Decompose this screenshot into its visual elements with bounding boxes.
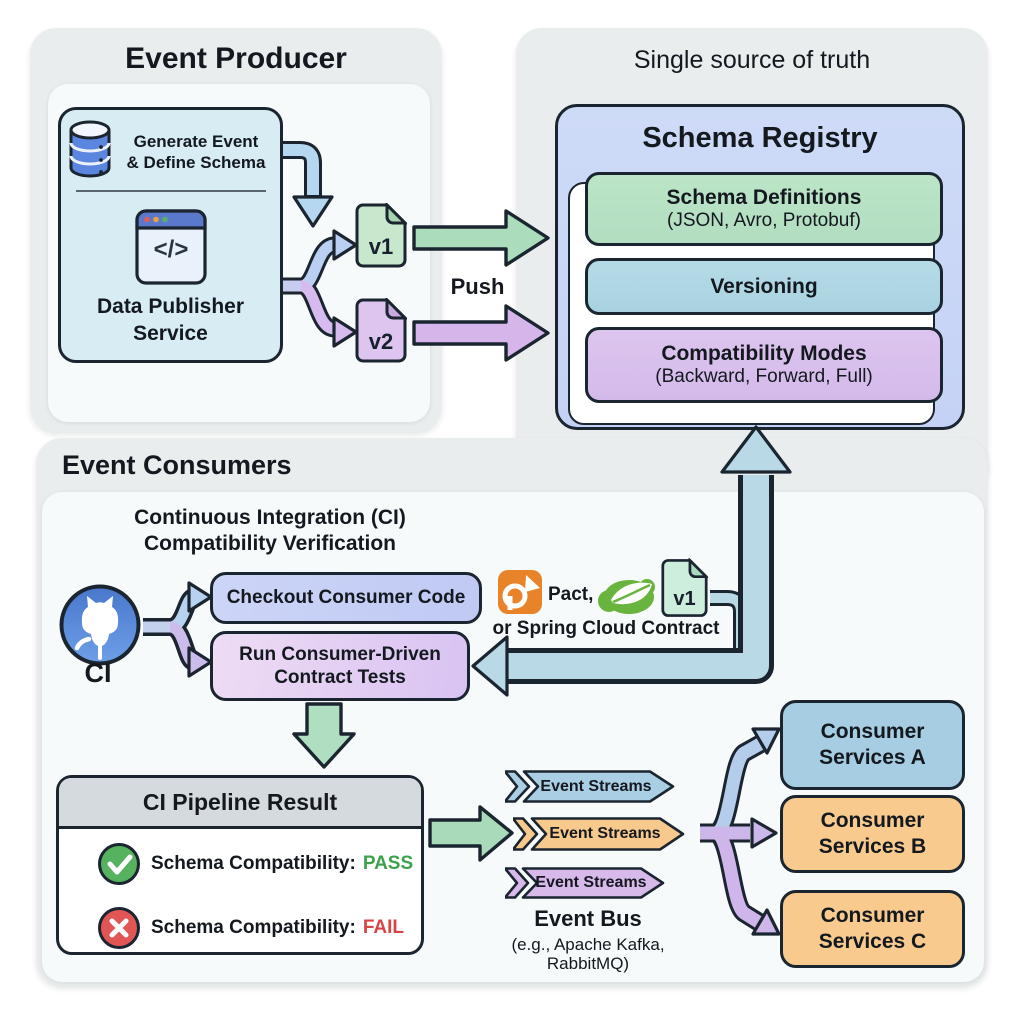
versioning-title: Versioning — [710, 274, 818, 298]
contract-v1-label: v1 — [673, 588, 696, 610]
schema-v1-label: v1 — [368, 234, 394, 259]
event-bus-label: Event Bus (e.g., Apache Kafka, RabbitMQ) — [478, 906, 698, 973]
event-bus-sub1: (e.g., Apache Kafka, — [511, 935, 665, 954]
push-label: Push — [450, 274, 505, 299]
schema-v2-doc: v2 — [355, 298, 407, 363]
fail-x-icon — [97, 906, 141, 950]
ci-heading: Continuous Integration (CI) Compatibilit… — [134, 506, 406, 555]
versioning-box: Versioning — [585, 258, 943, 315]
ci-result-header: CI Pipeline Result — [59, 778, 421, 829]
fail-label: Schema Compatibility: — [151, 917, 356, 938]
code-glyph: </> — [153, 236, 189, 263]
schema-definitions-title: Schema Definitions — [666, 186, 862, 209]
database-icon — [68, 120, 112, 180]
schema-definitions-subtitle: (JSON, Avro, Protobuf) — [667, 210, 861, 231]
consumer-services-a-box: Consumer Services A — [780, 700, 965, 790]
single-source-title: Single source of truth — [633, 46, 871, 74]
pass-check-icon — [97, 842, 141, 886]
contract-tests-line1: Run Consumer-Driven — [239, 644, 441, 665]
event-stream-banner-orange: Event Streams — [513, 817, 685, 851]
ci-label: CI — [84, 658, 112, 688]
schema-registry-title: Schema Registry — [642, 122, 878, 154]
contract-tests-box: Run Consumer-Driven Contract Tests — [210, 631, 470, 701]
event-consumers-title: Event Consumers — [62, 450, 292, 480]
compatibility-modes-title: Compatibility Modes — [661, 342, 867, 365]
fail-row: Schema Compatibility: FAIL — [151, 906, 404, 950]
consumer-services-c-box: Consumer Services C — [780, 890, 965, 968]
schema-v1-doc: v1 — [355, 203, 407, 268]
pact-label: Pact, — [548, 584, 594, 605]
schema-v2-label: v2 — [368, 329, 394, 354]
compatibility-modes-box: Compatibility Modes (Backward, Forward, … — [585, 327, 943, 403]
event-stream-label-1: Event Streams — [540, 777, 652, 795]
fail-value: FAIL — [362, 917, 404, 938]
pass-value: PASS — [362, 853, 414, 874]
contract-tests-line2: Contract Tests — [274, 667, 406, 688]
spring-cloud-contract-label: or Spring Cloud Contract — [492, 618, 720, 639]
pact-icon — [497, 569, 543, 615]
pass-label: Schema Compatibility: — [151, 853, 356, 874]
compatibility-modes-subtitle: (Backward, Forward, Full) — [655, 366, 873, 387]
contract-v1-doc: v1 — [661, 558, 708, 618]
generate-event-label: Generate Event & Define Schema — [126, 132, 266, 172]
event-producer-title: Event Producer — [125, 42, 347, 75]
consumer-services-b-box: Consumer Services B — [780, 795, 965, 873]
code-window-icon — [135, 209, 207, 285]
data-publisher-label: Data Publisher Service — [96, 295, 245, 345]
event-stream-label-2: Event Streams — [549, 825, 661, 842]
ci-pipeline-result-box: CI Pipeline Result Schema Compatibility:… — [56, 775, 424, 955]
event-bus-sub2: RabbitMQ) — [546, 954, 630, 973]
event-bus-title: Event Bus — [534, 906, 642, 931]
github-icon — [58, 583, 142, 667]
service-box-divider — [76, 190, 266, 192]
event-stream-banner-blue: Event Streams — [505, 770, 675, 803]
checkout-label: Checkout Consumer Code — [226, 587, 466, 608]
event-stream-banner-purple: Event Streams — [505, 867, 665, 899]
spring-icon — [597, 573, 655, 615]
schema-definitions-box: Schema Definitions (JSON, Avro, Protobuf… — [585, 172, 943, 246]
pass-row: Schema Compatibility: PASS — [151, 842, 413, 886]
checkout-consumer-code-box: Checkout Consumer Code — [210, 572, 482, 624]
event-stream-label-3: Event Streams — [535, 874, 647, 891]
ci-result-title: CI Pipeline Result — [142, 788, 338, 815]
